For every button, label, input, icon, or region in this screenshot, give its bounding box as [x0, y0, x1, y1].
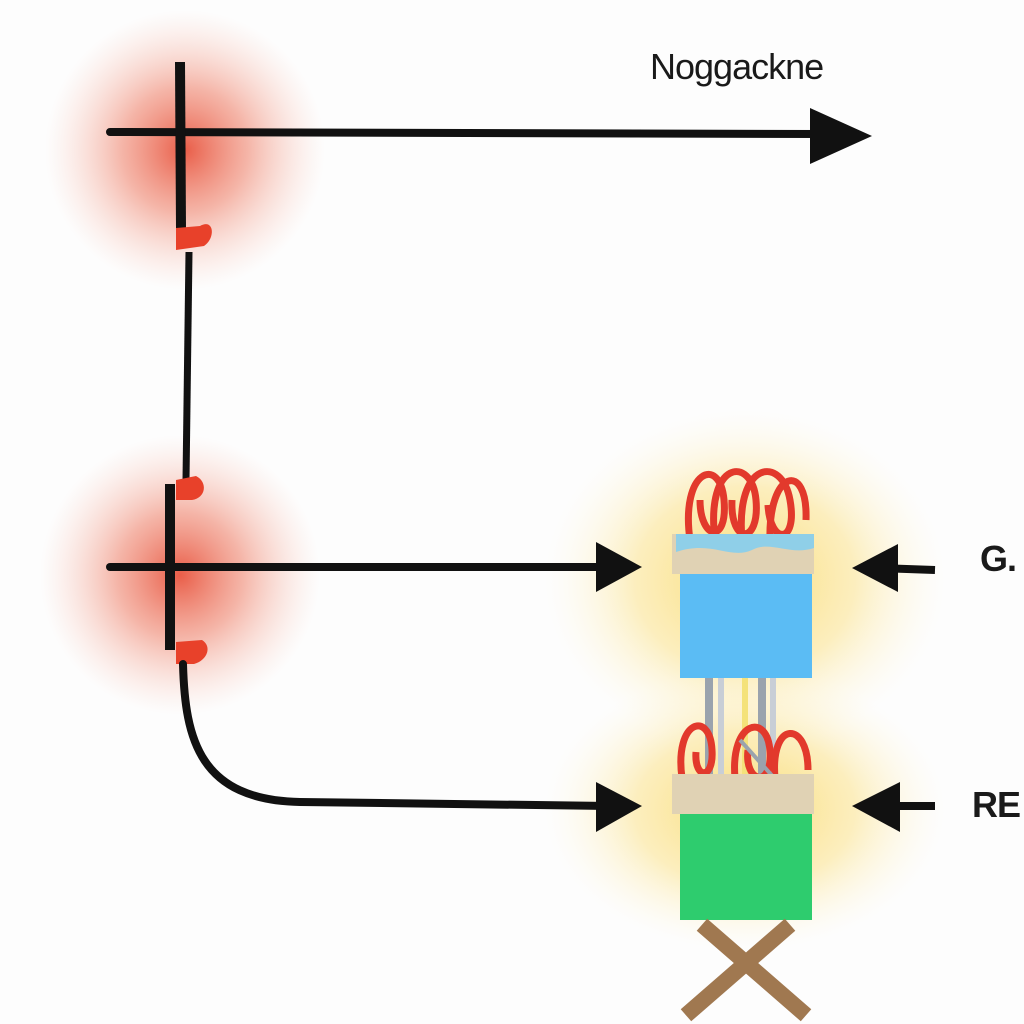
- top-vertical-post: [175, 61, 186, 229]
- coil-icon: [685, 468, 810, 541]
- coil-cross-wire: [738, 738, 778, 782]
- arrow-left-icon: [852, 782, 900, 832]
- top-horizontal-line: [106, 128, 824, 138]
- arrow-right-icon: [810, 108, 872, 164]
- connector-middle-lower-icon: [176, 640, 208, 664]
- arrow-left-icon: [852, 544, 898, 592]
- lower-cap: [672, 774, 814, 814]
- connector-top-icon: [176, 224, 212, 250]
- connector-middle-upper-icon: [176, 476, 204, 500]
- label-bottom: RE: [972, 784, 1021, 825]
- arrow-right-icon: [596, 542, 642, 592]
- arrow-right-icon: [596, 782, 642, 832]
- red-glow-middle: [40, 435, 320, 715]
- cross-stand-icon: [680, 918, 812, 1022]
- label-middle: G.: [980, 538, 1017, 579]
- curved-wire: [179, 660, 614, 810]
- upper-blue-block: [680, 574, 812, 678]
- lower-green-block: [680, 814, 812, 920]
- vertical-wire: [182, 251, 193, 481]
- upper-cap-water: [676, 534, 814, 553]
- label-top: Noɡgackne: [650, 46, 824, 87]
